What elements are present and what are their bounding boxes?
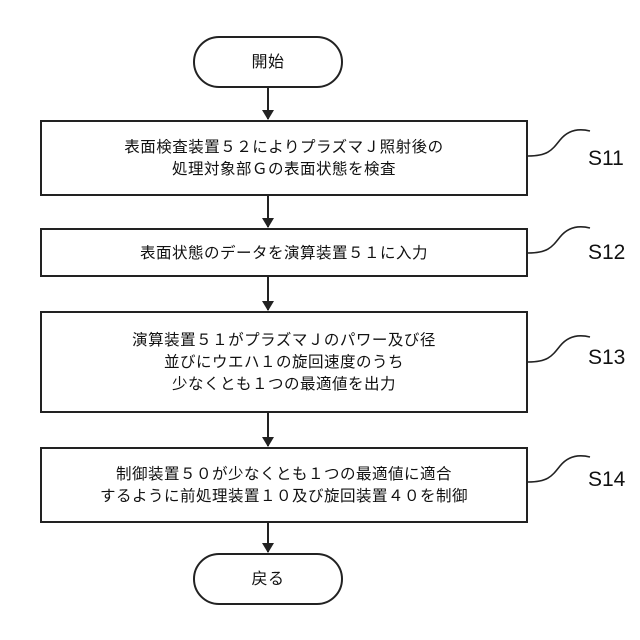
process-box-s13: 演算装置５１がプラズマＪのパワー及び径 並びにウエハ１の旋回速度のうち 少なくと… — [40, 311, 528, 413]
process-text-line: 表面状態のデータを演算装置５１に入力 — [140, 242, 428, 264]
leader-line-s13 — [528, 336, 590, 362]
process-box-s14: 制御装置５０が少なくとも１つの最適値に適合 するように前処理装置１０及び旋回装置… — [40, 447, 528, 523]
process-text-line: 並びにウエハ１の旋回速度のうち — [164, 351, 404, 373]
process-text-line: するように前処理装置１０及び旋回装置４０を制御 — [100, 485, 468, 507]
start-label: 開始 — [251, 51, 284, 73]
end-label: 戻る — [251, 568, 284, 590]
process-text-line: 制御装置５０が少なくとも１つの最適値に適合 — [116, 463, 452, 485]
leader-line-s14 — [528, 456, 590, 482]
start-terminal: 開始 — [193, 36, 343, 88]
step-label-s13: S13 — [588, 346, 625, 370]
leader-line-s11 — [528, 130, 590, 156]
process-text-line: 演算装置５１がプラズマＪのパワー及び径 — [132, 329, 436, 351]
process-box-s11: 表面検査装置５２によりプラズマＪ照射後の 処理対象部Ｇの表面状態を検査 — [40, 120, 528, 196]
step-label-s14: S14 — [588, 468, 625, 492]
leader-line-s12 — [528, 227, 590, 253]
step-label-s12: S12 — [588, 241, 625, 265]
process-text-line: 処理対象部Ｇの表面状態を検査 — [172, 158, 396, 180]
process-box-s12: 表面状態のデータを演算装置５１に入力 — [40, 228, 528, 277]
process-text-line: 少なくとも１つの最適値を出力 — [172, 373, 396, 395]
end-terminal: 戻る — [193, 553, 343, 605]
process-text-line: 表面検査装置５２によりプラズマＪ照射後の — [124, 136, 443, 158]
step-label-s11: S11 — [588, 147, 624, 171]
